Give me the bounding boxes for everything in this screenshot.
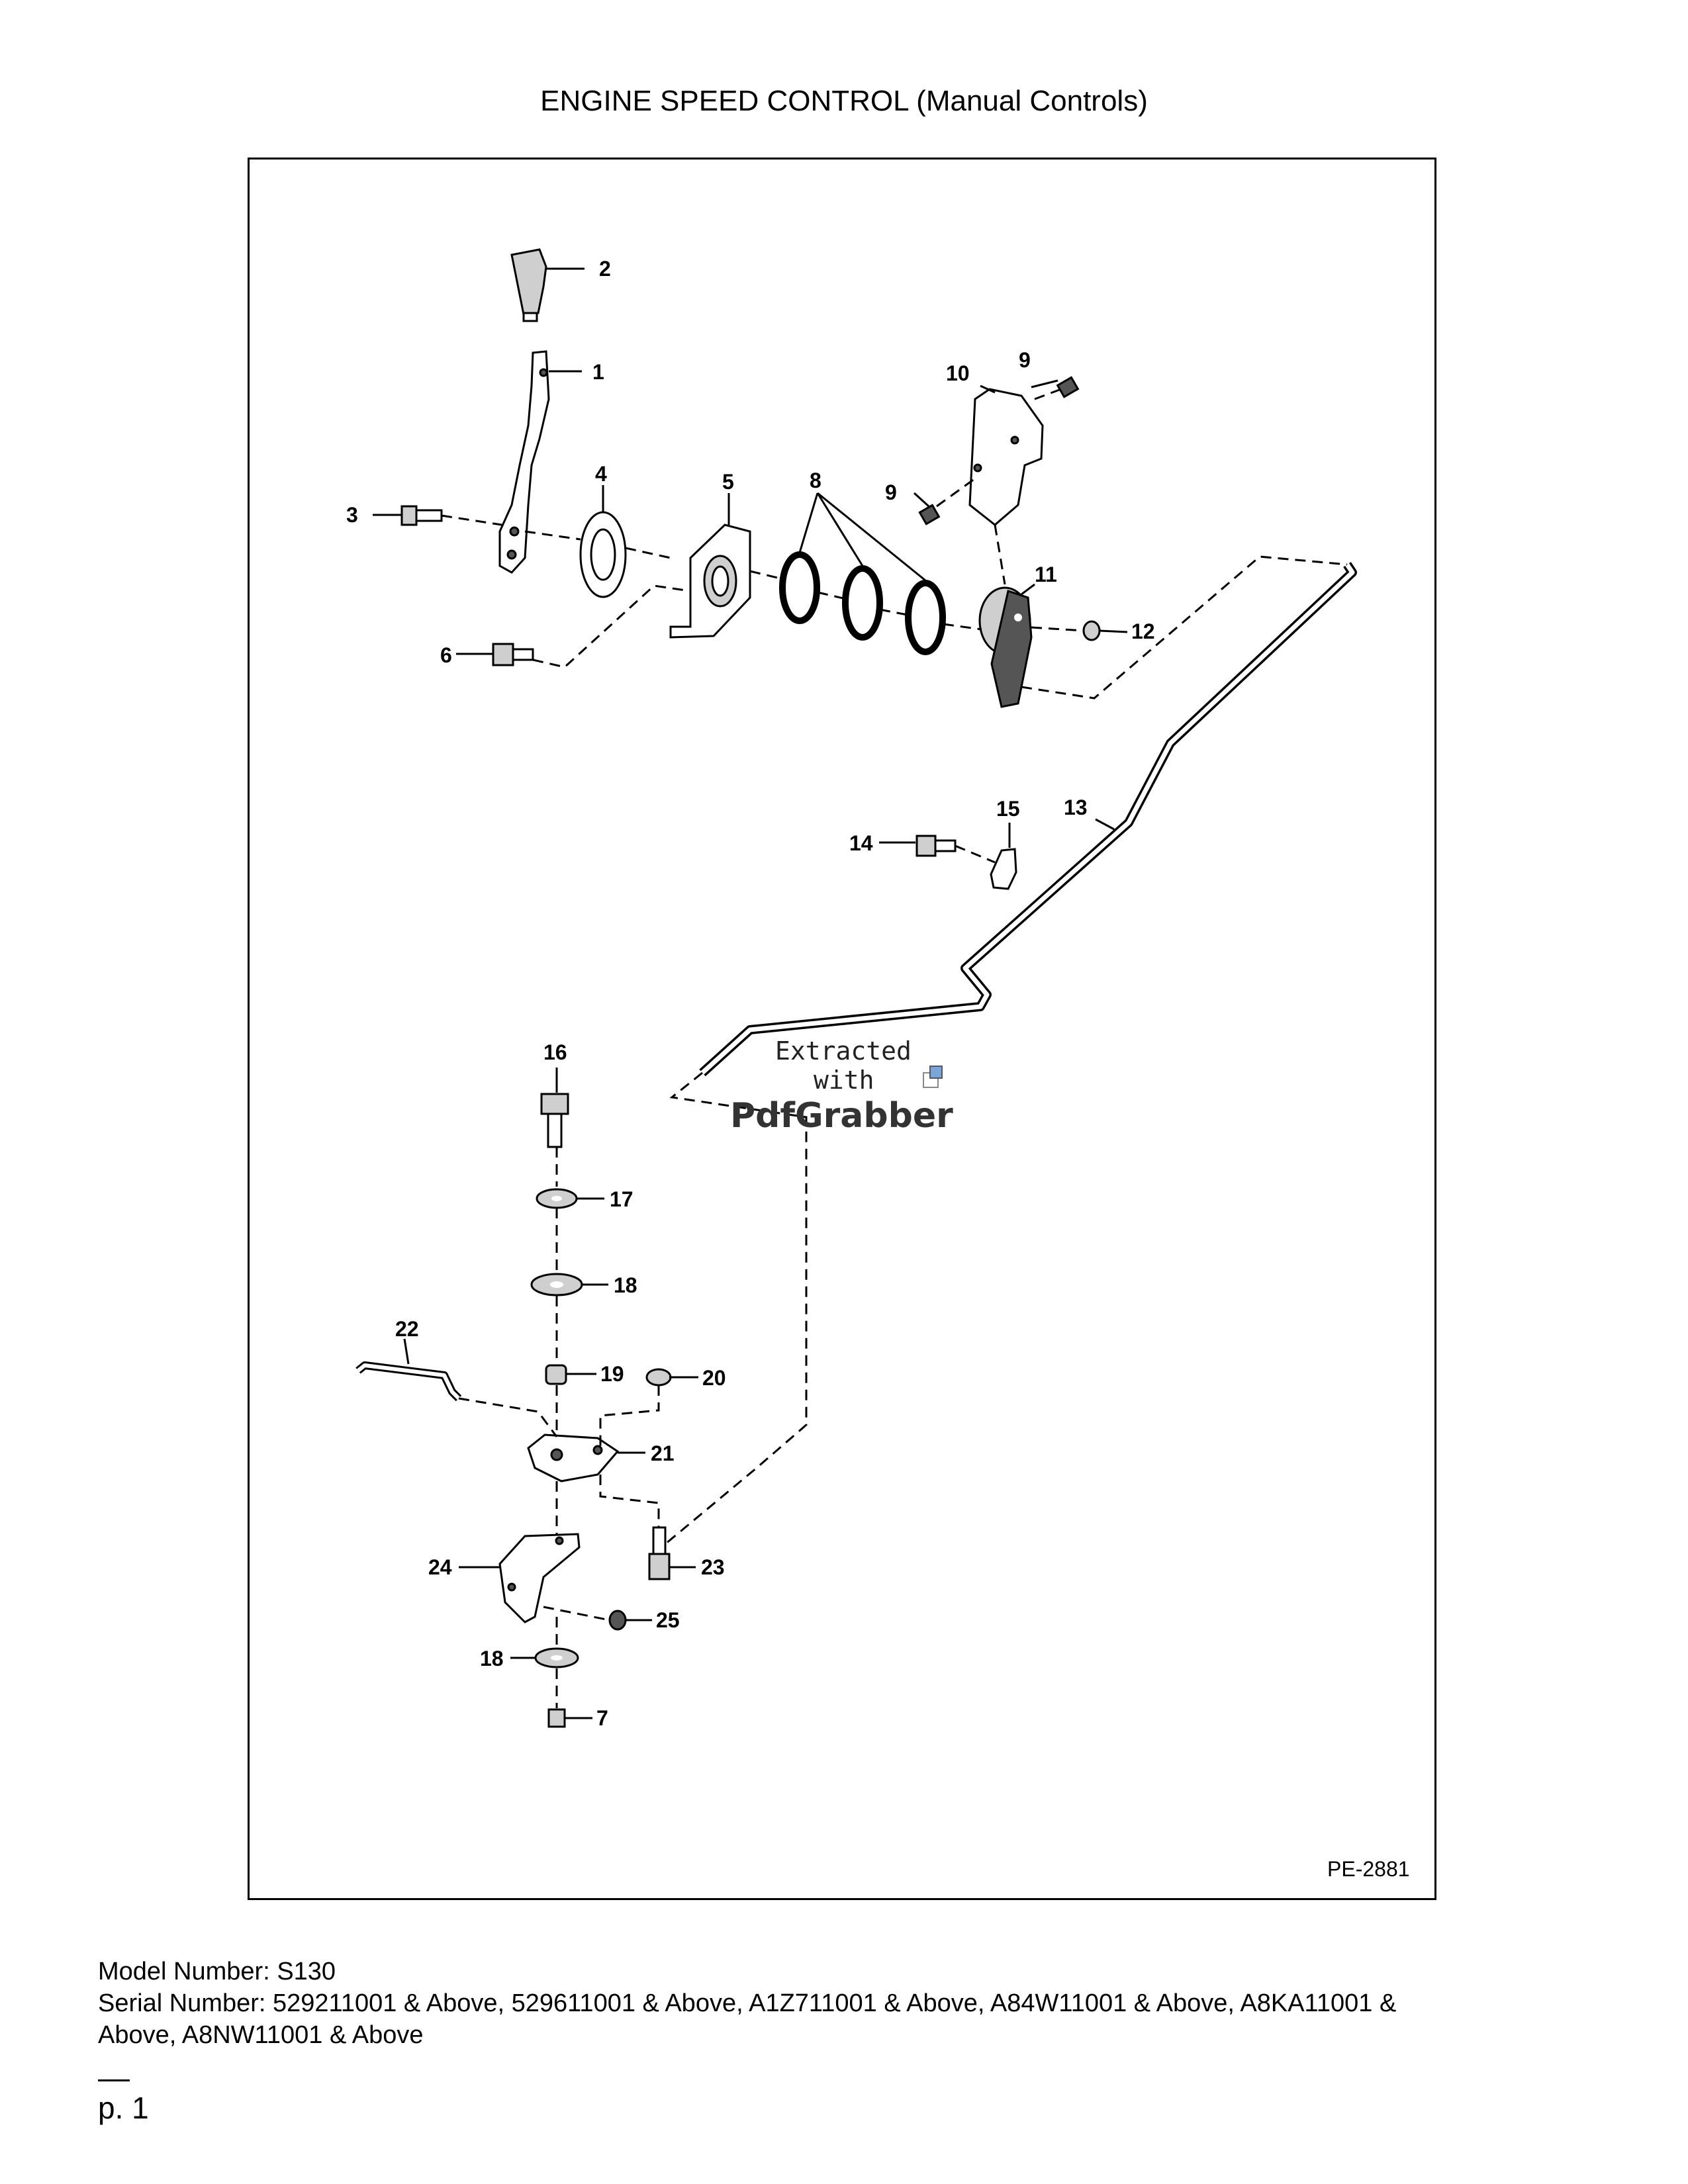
diagram-frame: 2 1 3 4 5 6 8 9 9 10 11 12 13 14 15 16 1… xyxy=(248,158,1436,1900)
part-20-nut xyxy=(645,1368,672,1387)
part-18-washer xyxy=(530,1273,583,1297)
page-title: ENGINE SPEED CONTROL (Manual Controls) xyxy=(540,85,1148,117)
callout-3: 3 xyxy=(346,503,358,527)
callout-7: 7 xyxy=(596,1706,608,1730)
callout-18b: 18 xyxy=(480,1647,504,1670)
callout-10: 10 xyxy=(946,361,970,385)
drawing-ref: PE-2881 xyxy=(1327,1857,1410,1881)
callout-25: 25 xyxy=(656,1608,680,1632)
watermark-brand: PdfGrabber xyxy=(730,1096,953,1136)
callout-18a: 18 xyxy=(614,1273,637,1297)
callout-14: 14 xyxy=(849,831,873,855)
watermark-line1: Extracted xyxy=(775,1036,912,1066)
serial-number-line2: Above, A8NW11001 & Above xyxy=(98,2021,424,2049)
part-2-knob xyxy=(510,248,547,322)
callout-15: 15 xyxy=(996,797,1020,821)
part-10-bracket xyxy=(968,388,1044,526)
footer: Model Number: S130 Serial Number: 529211… xyxy=(98,1956,1620,2051)
callout-2: 2 xyxy=(599,257,611,281)
part-15-clip xyxy=(990,848,1017,890)
callout-24: 24 xyxy=(428,1555,452,1579)
callout-12: 12 xyxy=(1131,619,1155,643)
leader-lines xyxy=(373,267,1128,1719)
part-4-washer xyxy=(579,511,627,598)
part-24-bracket xyxy=(498,1533,581,1623)
assembly-lines xyxy=(441,388,1348,1708)
part-11-friction-assembly xyxy=(978,586,1033,708)
callout-20: 20 xyxy=(702,1366,726,1390)
serial-number-line1: Serial Number: 529211001 & Above, 529611… xyxy=(98,1989,1397,2017)
part-7-nut xyxy=(547,1708,566,1728)
exploded-parts-diagram: 2 1 3 4 5 6 8 9 9 10 11 12 13 14 15 16 1… xyxy=(346,248,1410,1881)
callout-9a: 9 xyxy=(885,480,897,504)
part-21-plate xyxy=(527,1433,620,1482)
part-9-screws xyxy=(918,376,1080,525)
part-19-spacer xyxy=(545,1364,567,1385)
watermark-logo-square-icon xyxy=(929,1066,943,1079)
callout-22: 22 xyxy=(395,1317,419,1341)
callout-17: 17 xyxy=(610,1187,633,1211)
callout-5: 5 xyxy=(722,470,734,494)
callout-9b: 9 xyxy=(1019,348,1031,372)
watermark: Extracted with PdfGrabber xyxy=(730,1036,953,1136)
part-8-bushings xyxy=(779,551,946,655)
part-6-bolt xyxy=(492,643,534,666)
callout-1: 1 xyxy=(592,360,604,384)
part-3-screw xyxy=(400,505,443,526)
part-13-control-rod xyxy=(699,562,1357,1077)
callout-8: 8 xyxy=(810,469,821,492)
part-25-nut xyxy=(608,1610,627,1631)
watermark-line2: with xyxy=(814,1066,874,1095)
part-18-washer-lower xyxy=(534,1647,579,1668)
callout-13: 13 xyxy=(1064,796,1088,819)
part-1-lever xyxy=(498,350,550,574)
part-16-bolt xyxy=(540,1093,569,1148)
callout-4: 4 xyxy=(595,462,607,486)
part-12-nut xyxy=(1082,620,1101,641)
callout-19: 19 xyxy=(600,1362,624,1386)
part-17-washer xyxy=(536,1188,578,1209)
part-23-swivel xyxy=(648,1526,671,1580)
page-rule xyxy=(98,2079,130,2081)
part-5-bracket xyxy=(669,523,751,639)
callout-23: 23 xyxy=(701,1555,725,1579)
callout-numbers: 2 1 3 4 5 6 8 9 9 10 11 12 13 14 15 16 1… xyxy=(346,257,1155,1730)
part-14-bolt xyxy=(915,835,957,857)
part-22-link-rod xyxy=(355,1361,462,1402)
callout-16: 16 xyxy=(543,1040,567,1064)
model-number: Model Number: S130 xyxy=(98,1958,336,1985)
page-number: p. 1 xyxy=(98,2091,149,2125)
callout-11: 11 xyxy=(1035,563,1057,586)
callout-6: 6 xyxy=(440,643,452,667)
callout-21: 21 xyxy=(651,1441,675,1465)
